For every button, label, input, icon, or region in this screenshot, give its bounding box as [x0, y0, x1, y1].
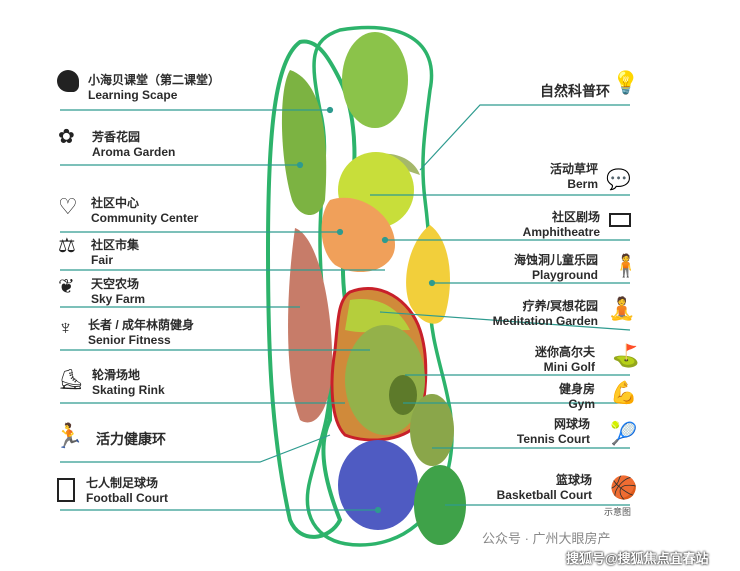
meditation-garden-area [345, 299, 410, 333]
fair-area [288, 228, 333, 423]
head-icon [57, 70, 79, 92]
gym-area [389, 375, 417, 415]
label-learning-scape: 小海贝课堂（第二课堂）Learning Scape [88, 73, 220, 103]
aroma-garden-area [281, 70, 327, 215]
golf-icon: ⛳ [612, 343, 640, 368]
label-en: Community Center [91, 211, 199, 225]
basketball-icon: 🏀 [610, 475, 638, 500]
label-zh: 迷你高尔夫 [534, 345, 595, 359]
label-en: Amphitheatre [522, 225, 600, 239]
flower-hand-icon: ✿ [58, 126, 75, 148]
label-nature-ring: 自然科普环 [540, 84, 610, 99]
label-zh: 社区剧场 [551, 210, 600, 224]
leader-lines [60, 104, 631, 514]
label-en: Basketball Court [496, 488, 592, 502]
label-en: Football Court [86, 491, 168, 505]
heart-pulse-icon: ♡ [58, 194, 78, 219]
label-en: Learning Scape [88, 88, 178, 102]
theatre-icon [609, 213, 631, 227]
label-zh: 篮球场 [555, 473, 592, 487]
child-icon: 🧍 [612, 253, 640, 278]
tennis-area [410, 394, 454, 466]
label-zh: 七人制足球场 [86, 476, 159, 490]
label-en: Mini Golf [543, 360, 595, 374]
label-en: Gym [568, 397, 595, 411]
label-en: Senior Fitness [88, 333, 171, 347]
football-area [338, 440, 418, 530]
chat-icon: 💬 [606, 169, 631, 191]
meditation-icon: 🧘 [608, 296, 636, 321]
label-zh: 网球场 [553, 417, 590, 431]
label-zh: 小海贝课堂（第二课堂） [88, 73, 221, 87]
label-en: Playground [531, 268, 598, 282]
tennis-icon: 🎾 [610, 421, 638, 446]
label-zh: 长者 / 成年林荫健身 [88, 318, 195, 332]
vitality-ring [265, 39, 357, 539]
label-vitality-ring: 活力健康环 [96, 432, 166, 447]
label-zh: 芳香花园 [92, 130, 141, 144]
label-en: Meditation Garden [492, 314, 598, 328]
scale-icon: ⚖ [58, 235, 76, 257]
sprout-icon: ❦ [58, 276, 75, 298]
label-en: Sky Farm [91, 292, 146, 306]
learning-scape-area [342, 32, 408, 128]
label-zh: 自然科普环 [540, 83, 610, 99]
label-zh: 疗养/冥想花园 [522, 299, 598, 313]
weightlifter-icon: ♆ [58, 317, 73, 339]
label-en: Fair [91, 253, 114, 267]
football-field-icon [57, 478, 75, 502]
watermark: 公众号 · 广州大眼房产 [482, 531, 611, 546]
muscle-icon: 💪 [610, 380, 638, 405]
label-en: Tennis Court [516, 432, 590, 446]
skater-icon: ⛸ [58, 369, 84, 391]
playground-area [406, 225, 450, 324]
basketball-area [414, 465, 466, 545]
watermark-secondary: 搜狐号@搜狐焦点宜春站 [566, 551, 709, 566]
community-center-area [321, 197, 395, 273]
label-zh: 海蚀洞儿童乐园 [513, 253, 598, 267]
label-zh: 社区中心 [91, 196, 140, 210]
label-zh: 天空农场 [91, 277, 140, 291]
label-zh: 社区市集 [91, 238, 140, 252]
label-zh: 轮滑场地 [92, 368, 141, 382]
label-en: Skating Rink [92, 383, 165, 397]
diagram-note: 示意图 [604, 507, 632, 517]
label-zh: 活力健康环 [96, 431, 166, 447]
runner-icon: 🏃 [54, 423, 84, 450]
label-zh: 健身房 [558, 382, 595, 396]
label-en: Aroma Garden [92, 145, 176, 159]
label-zh: 活动草坪 [549, 162, 598, 176]
label-en: Berm [567, 177, 598, 191]
lightbulb-icon: 💡 [612, 70, 640, 95]
